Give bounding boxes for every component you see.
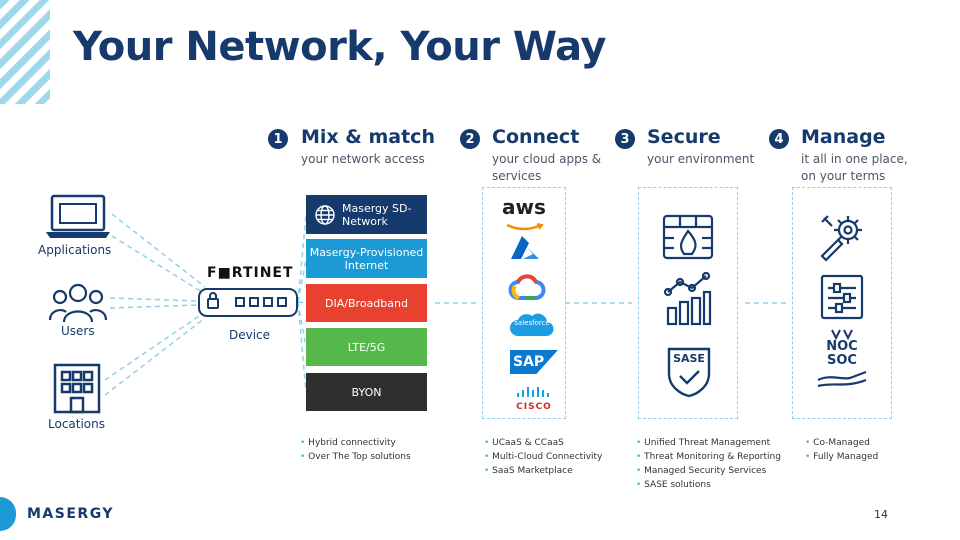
noc-soc-icon: NOC SOC: [816, 328, 868, 390]
access-byon: BYON: [306, 373, 427, 411]
bullet-item: Hybrid connectivity: [300, 436, 411, 450]
cisco-bars-icon: [517, 387, 549, 397]
access-bullets: Hybrid connectivity Over The Top solutio…: [300, 436, 411, 464]
step-3-badge: 3: [615, 129, 635, 149]
access-label: DIA/Broadband: [325, 296, 408, 310]
step-4-subtitle: it all in one place, on your terms: [801, 152, 908, 183]
step-2-title: Connect: [492, 126, 580, 148]
bullet-item: Unified Threat Management: [636, 436, 781, 450]
azure-icon: [511, 236, 539, 259]
sase-shield-icon: SASE: [666, 346, 712, 398]
access-dia-broadband: DIA/Broadband: [306, 284, 427, 322]
access-label: BYON: [351, 385, 382, 399]
step-2-subtitle: your cloud apps & services: [492, 152, 602, 183]
laptop-icon: [46, 194, 110, 238]
management-box: [792, 187, 892, 419]
google-cloud-icon: [508, 274, 546, 300]
noc-text: NOC: [826, 339, 858, 354]
brand-mark-icon: [0, 497, 16, 531]
bullet-item: Co-Managed: [805, 436, 878, 450]
fortinet-logo: F■RTINET: [207, 265, 294, 281]
bullet-item: Threat Monitoring & Reporting: [636, 450, 781, 464]
access-masergy-provisioned-internet: Masergy-Provisioned Internet: [306, 239, 427, 278]
corner-stripes-decoration: [0, 0, 50, 104]
access-label: Masergy SD-Network: [342, 201, 412, 228]
security-bullets: Unified Threat Management Threat Monitor…: [636, 436, 781, 492]
hand-support-icon: [817, 329, 867, 388]
bullet-item: UCaaS & CCaaS: [484, 436, 602, 450]
step-1-subtitle: your network access: [301, 152, 425, 166]
tools-gear-icon: [820, 215, 862, 262]
soc-text: SOC: [827, 353, 857, 368]
step-4-title: Manage: [801, 126, 886, 148]
access-label: Masergy-Provisioned Internet: [309, 245, 424, 272]
bullet-item: SaaS Marketplace: [484, 464, 602, 478]
page-title: Your Network, Your Way: [73, 24, 606, 70]
aws-smile-icon: [506, 223, 544, 231]
bullet-item: Multi-Cloud Connectivity: [484, 450, 602, 464]
router-device-icon: [198, 288, 298, 317]
access-label: LTE/5G: [347, 340, 386, 354]
access-masergy-sd-network: Masergy SD-Network: [306, 195, 427, 234]
step-1-badge: 1: [268, 129, 288, 149]
users-icon: [48, 283, 108, 323]
salesforce-text: salesforce: [514, 319, 550, 327]
settings-sliders-icon: [820, 274, 864, 320]
locations-label: Locations: [48, 417, 106, 431]
users-label: Users: [61, 324, 95, 338]
aws-logo: aws: [482, 197, 566, 236]
step-4-badge: 4: [769, 129, 789, 149]
footer-brand: MASERGY: [27, 506, 115, 522]
bullet-item: Managed Security Services: [636, 464, 781, 478]
building-icon: [53, 363, 101, 414]
analytics-chart-icon: [663, 271, 712, 326]
shield-icon: [667, 347, 711, 398]
step-3-title: Secure: [647, 126, 721, 148]
step-3-subtitle: your environment: [647, 152, 755, 166]
cisco-logo: CISCO: [514, 383, 554, 412]
sase-text: SASE: [673, 352, 705, 365]
security-box: [638, 187, 738, 419]
aws-text: aws: [502, 195, 546, 219]
cloud-services-box: [482, 187, 566, 419]
cloud-bullets: UCaaS & CCaaS Multi-Cloud Connectivity S…: [484, 436, 602, 478]
sap-text: SAP: [513, 354, 545, 370]
management-bullets: Co-Managed Fully Managed: [805, 436, 878, 464]
bullet-item: SASE solutions: [636, 478, 781, 492]
cisco-text: CISCO: [516, 402, 552, 412]
salesforce-logo: salesforce: [510, 310, 554, 338]
step-2-badge: 2: [460, 129, 480, 149]
access-lte-5g: LTE/5G: [306, 328, 427, 366]
salesforce-cloud-icon: [510, 313, 554, 337]
firewall-icon: [662, 214, 714, 260]
bullet-item: Fully Managed: [805, 450, 878, 464]
page-number: 14: [874, 508, 888, 521]
device-label: Device: [229, 328, 271, 342]
applications-label: Applications: [38, 243, 112, 257]
step-1-title: Mix & match: [301, 126, 435, 148]
bullet-item: Over The Top solutions: [300, 450, 411, 464]
globe-icon: [315, 204, 335, 225]
